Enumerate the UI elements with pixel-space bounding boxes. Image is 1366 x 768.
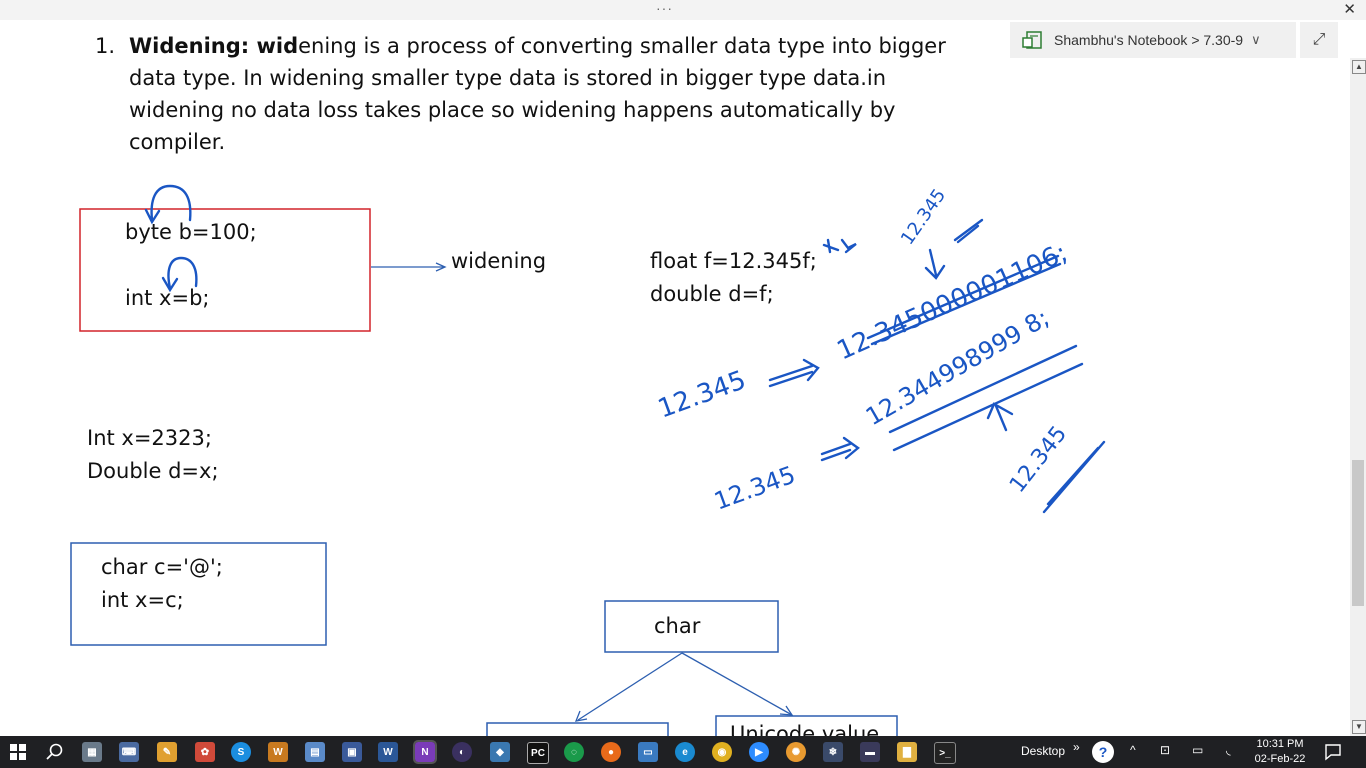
pycharm-icon[interactable]: PC — [527, 742, 549, 764]
chevron-down-icon[interactable]: ∨ — [1251, 32, 1261, 47]
virtualbox-icon[interactable]: ✺ — [786, 742, 806, 762]
unicode-box-outline — [715, 715, 898, 736]
loop-arrow-2 — [161, 256, 198, 293]
widening-label: widening — [451, 249, 547, 273]
breadcrumb-label: Shambhu's Notebook > 7.30-9 — [1054, 32, 1244, 48]
clock[interactable]: 10:31 PM 02-Feb-22 — [1244, 737, 1316, 767]
paragraph-text: ening is a process of converting smaller… — [129, 34, 946, 154]
char-box-label: char — [654, 614, 701, 638]
unicode-box-label: Unicode value — [730, 722, 880, 736]
left-child-box — [486, 722, 669, 736]
underline-3 — [888, 344, 1084, 452]
chevron-up-icon[interactable]: ^ — [1130, 743, 1136, 757]
scroll-down-icon[interactable]: ▼ — [1352, 720, 1366, 734]
code-line: int x=b; — [125, 286, 210, 310]
chrome-icon[interactable]: ◉ — [712, 742, 732, 762]
handwritten-value: 12.345 — [1005, 422, 1072, 498]
date-label: 02-Feb-22 — [1254, 753, 1306, 765]
underline-4 — [1042, 440, 1106, 514]
onenote-icon[interactable]: N — [413, 740, 437, 764]
code-line: int x=c; — [101, 588, 184, 612]
wifi-icon[interactable]: ◟ — [1226, 743, 1231, 757]
notepad-icon[interactable]: ✎ — [157, 742, 177, 762]
box1-outline — [79, 208, 371, 332]
code-line: float f=12.345f; — [650, 249, 817, 273]
notebook-icon — [1022, 31, 1042, 49]
firefox-icon[interactable]: ● — [601, 742, 621, 762]
handwritten-value: 12.345000001106; — [833, 238, 1072, 367]
paragraph-bold: Widening: wid — [129, 34, 299, 58]
cmd-icon[interactable]: >_ — [934, 742, 956, 764]
wps-icon[interactable]: W — [268, 742, 288, 762]
page-canvas[interactable]: 1. Widening: widening is a process of co… — [0, 20, 1350, 736]
tree-lines — [574, 652, 794, 722]
list-number: 1. — [95, 34, 116, 58]
box2-outline — [70, 542, 327, 646]
monitor-icon[interactable]: ▭ — [638, 742, 658, 762]
scroll-thumb[interactable] — [1352, 460, 1364, 606]
close-icon[interactable]: ✕ — [1343, 1, 1356, 18]
desktop-label[interactable]: Desktop — [1021, 744, 1066, 758]
handwritten-value: 12.345 — [654, 365, 750, 424]
scroll-up-icon[interactable]: ▲ — [1352, 60, 1366, 74]
handwritten-value: 12.345 — [897, 185, 950, 249]
chevron-right-icon[interactable]: » — [1073, 740, 1080, 754]
python-icon[interactable]: ◆ — [490, 742, 510, 762]
vertical-scrollbar[interactable]: ▲ ▼ — [1350, 58, 1366, 736]
word-icon[interactable]: W — [378, 742, 398, 762]
store-icon[interactable]: ▣ — [342, 742, 362, 762]
time-label: 10:31 PM — [1256, 738, 1304, 750]
paint-icon[interactable]: ✿ — [195, 742, 215, 762]
zoom-icon[interactable]: ▶ — [749, 742, 769, 762]
code-line: Double d=x; — [87, 459, 219, 483]
ink-layer: 12.345 12.345000001106; 12.345 12.344998… — [70, 184, 1106, 736]
folder-icon[interactable]: ▇ — [897, 742, 917, 762]
char-box-outline — [604, 600, 779, 653]
notebook-breadcrumb[interactable]: Shambhu's Notebook > 7.30-9 ∨ — [1010, 22, 1296, 58]
code-line: double d=f; — [650, 282, 774, 306]
help-icon[interactable]: ? — [1092, 741, 1114, 763]
eclipse-icon[interactable]: ◐ — [452, 742, 472, 762]
snowflake-icon[interactable]: ❄ — [823, 742, 843, 762]
terminal-icon[interactable]: ▬ — [860, 742, 880, 762]
double-arrow-2 — [820, 436, 860, 462]
loop-arrow-1 — [144, 184, 192, 225]
edge-icon[interactable]: e — [675, 742, 695, 762]
calculator-icon[interactable]: ▦ — [82, 742, 102, 762]
widening-arrow — [371, 262, 447, 272]
scribble-le — [822, 238, 857, 254]
window-title-bar: ··· ✕ — [0, 0, 1366, 20]
arrow-up-1 — [986, 402, 1014, 432]
expand-icon[interactable]: ⤢ — [1300, 22, 1338, 58]
underline-1 — [953, 218, 984, 244]
battery-icon[interactable]: ▭ — [1192, 743, 1204, 757]
circle-icon[interactable]: ◌ — [564, 742, 584, 762]
handwritten-value: 12.345 — [710, 461, 798, 516]
skype-icon[interactable]: S — [231, 742, 251, 762]
code-line: Int x=2323; — [87, 426, 212, 450]
numbered-paragraph: 1. Widening: widening is a process of co… — [95, 30, 955, 158]
search-icon[interactable] — [46, 743, 64, 761]
start-icon[interactable] — [10, 744, 26, 760]
network-icon[interactable]: ⊡ — [1160, 743, 1171, 757]
drag-handle-dots[interactable]: ··· — [656, 0, 673, 16]
arrow-down-1 — [924, 248, 946, 280]
code-line: char c='@'; — [101, 555, 223, 579]
keyboard-icon[interactable]: ⌨ — [119, 742, 139, 762]
code-line: byte b=100; — [125, 220, 257, 244]
underline-2 — [866, 254, 1062, 346]
taskbar: ▦ ⌨ ✎ ✿ S W ▤ ▣ W N ◐ ◆ PC ◌ ● ▭ e ◉ ▶ ✺… — [0, 736, 1366, 768]
notification-icon[interactable] — [1324, 743, 1342, 761]
notes-icon[interactable]: ▤ — [305, 742, 325, 762]
double-arrow-1 — [768, 358, 820, 388]
